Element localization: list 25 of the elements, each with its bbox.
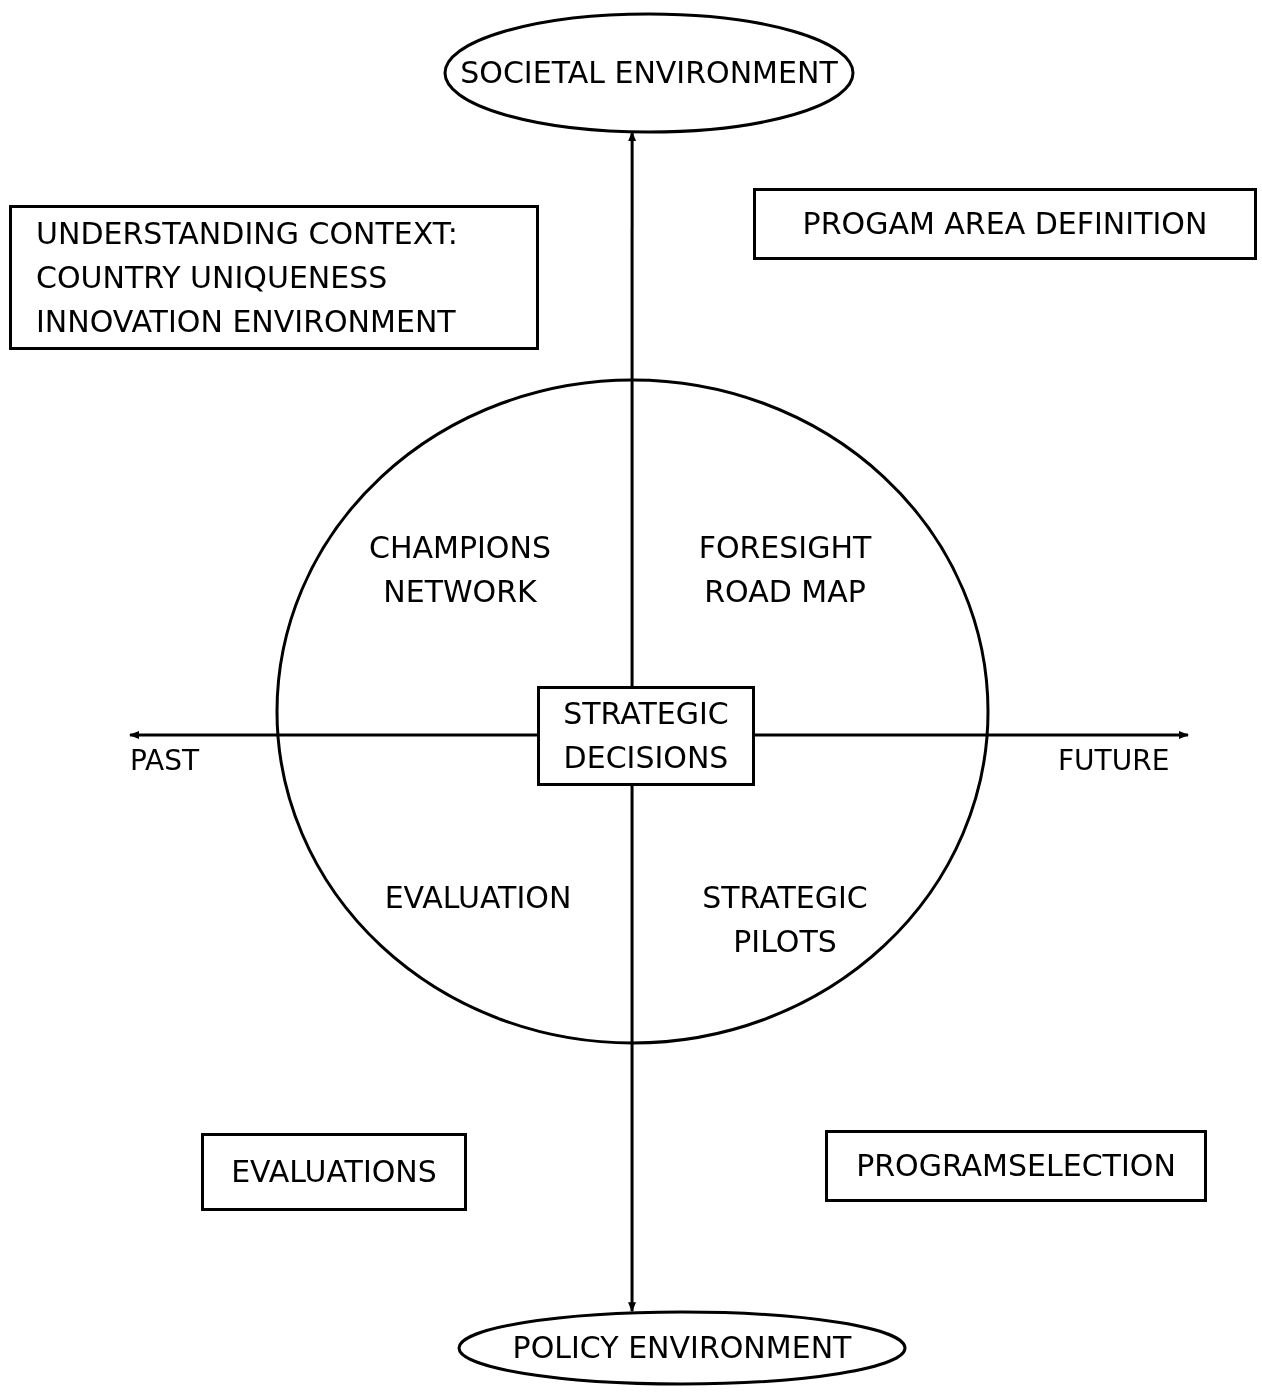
quadrant-label: EVALUATION (383, 879, 573, 917)
arrow (129, 731, 537, 739)
quadrant-label: STRATEGIC PILOTS (701, 879, 869, 961)
node-label: POLICY ENVIRONMENT (512, 1329, 852, 1367)
process-box (825, 1130, 1207, 1202)
context-box (9, 205, 539, 350)
node-label: PROGAM AREA DEFINITION (802, 205, 1208, 243)
quadrant-label: CHAMPIONS NETWORK (368, 529, 552, 611)
process-box (753, 188, 1257, 260)
node-label: EVALUATIONS (231, 1153, 437, 1191)
arrow (628, 131, 637, 686)
node-label: SOCIETAL ENVIRONMENT (460, 54, 838, 92)
process-box (201, 1133, 467, 1211)
arrow (755, 731, 1189, 739)
node-label: UNDERSTANDING CONTEXT: COUNTRY UNIQUENESS INNOVATION ENVIRONMENT (36, 214, 459, 341)
node-label: PROGRAMSELECTION (856, 1147, 1176, 1185)
node-label: FUTURE (1058, 743, 1170, 779)
node-label: PAST (130, 743, 200, 779)
node-label: STRATEGIC DECISIONS (562, 695, 730, 777)
environment-ellipse (457, 1310, 907, 1386)
center-box (537, 686, 755, 786)
arrow (628, 786, 637, 1313)
quadrant-circle (275, 378, 990, 1045)
quadrant-label: FORESIGHT ROAD MAP (697, 529, 873, 611)
environment-ellipse (443, 12, 855, 134)
